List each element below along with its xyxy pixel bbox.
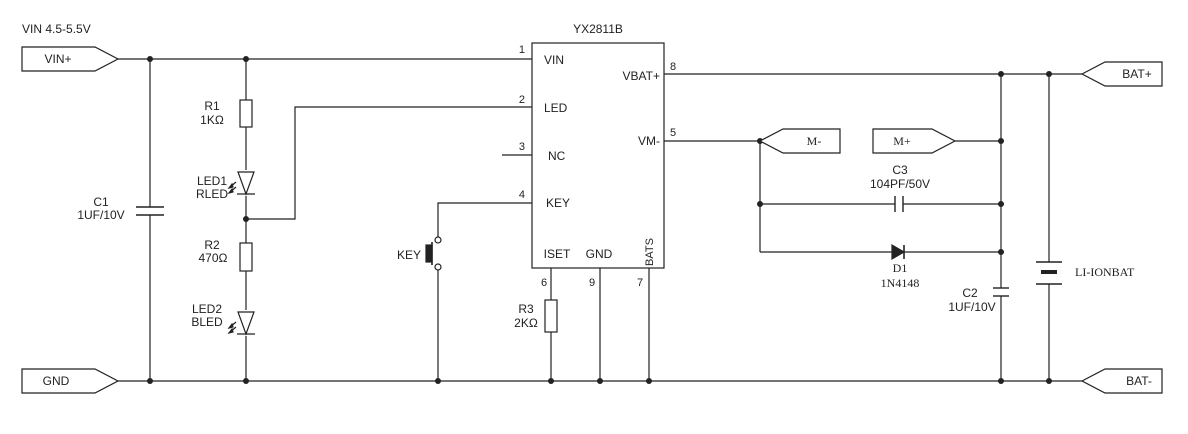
led1-ref: LED1: [197, 174, 227, 188]
pin-number: 6: [541, 277, 547, 289]
svg-text:GND: GND: [43, 374, 70, 388]
pin-number: 7: [637, 277, 643, 289]
d1-value: 1N4148: [881, 276, 920, 290]
pin-number: 1: [519, 44, 525, 56]
junction-dot: [998, 201, 1004, 207]
pin-number: 9: [589, 277, 595, 289]
wires: [118, 58, 1082, 382]
junction-dot: [243, 56, 249, 62]
junction-dot: [757, 201, 763, 207]
pin-label: VM-: [638, 134, 660, 148]
c3-value: 104PF/50V: [870, 177, 930, 191]
junction-dot: [998, 378, 1004, 384]
svg-text:1KΩ: 1KΩ: [200, 113, 224, 127]
junction-dot: [1046, 378, 1052, 384]
capacitor-c1: [136, 206, 164, 216]
junction-dot: [998, 138, 1004, 144]
port-bat-plus: BAT+: [1080, 61, 1163, 87]
junction-dot: [646, 378, 652, 384]
ic-name: YX2811B: [573, 22, 623, 36]
pin-label: ISET: [544, 247, 571, 261]
resistor-r3: R3 2KΩ: [514, 299, 558, 333]
svg-text:BAT-: BAT-: [1126, 374, 1152, 388]
key-ref: KEY: [397, 248, 421, 262]
pin-label: NC: [548, 149, 566, 163]
pin-label: LED: [544, 101, 568, 115]
led1-value: RLED: [196, 187, 228, 201]
pin-number: 4: [519, 189, 525, 201]
junction-dot: [147, 378, 153, 384]
d1-ref: D1: [893, 261, 908, 275]
port-gnd: GND: [21, 368, 120, 394]
pin-label: VBAT+: [623, 69, 660, 83]
supply-voltage-label: VIN 4.5-5.5V: [22, 22, 91, 36]
battery-li-ion: [1036, 261, 1062, 285]
pin-label: VIN: [544, 53, 564, 67]
ic-yx2811b: YX2811B 1 VIN 2 LED 3 NC 4 KEY 8 VBAT+ 5…: [519, 22, 676, 289]
led2-value: BLED: [191, 315, 223, 329]
svg-text:BAT+: BAT+: [1122, 67, 1151, 81]
pin-number: 5: [670, 127, 676, 139]
port-m-plus: M+: [872, 128, 957, 154]
junction-dot: [243, 378, 249, 384]
c3-ref: C3: [892, 163, 908, 177]
pin-label: BATS: [644, 238, 656, 266]
junction-dot: [998, 249, 1004, 255]
junction-dot: [597, 378, 603, 384]
led2-ref: LED2: [192, 302, 222, 316]
pushbutton-key: [425, 236, 442, 271]
svg-text:2KΩ: 2KΩ: [514, 316, 538, 330]
junction-dot: [435, 378, 441, 384]
led-led1: [227, 171, 255, 196]
svg-text:M-: M-: [807, 134, 822, 148]
port-vin-plus: VIN+: [21, 46, 120, 72]
svg-text:R3: R3: [518, 302, 534, 316]
svg-text:R2: R2: [204, 238, 220, 252]
pin-number: 8: [670, 61, 676, 73]
c1-ref: C1: [93, 195, 109, 209]
battery-ref: LI-IONBAT: [1075, 265, 1135, 279]
svg-text:R1: R1: [204, 99, 220, 113]
port-bat-minus: BAT-: [1080, 368, 1163, 394]
pin-number: 2: [519, 94, 525, 106]
junction-dot: [147, 56, 153, 62]
c2-ref: C2: [962, 286, 978, 300]
svg-text:470Ω: 470Ω: [199, 251, 228, 265]
resistor-r2: R2 470Ω: [199, 238, 253, 272]
junction-dot: [1046, 71, 1052, 77]
svg-text:M+: M+: [893, 134, 911, 148]
c2-value: 1UF/10V: [948, 300, 995, 314]
junction-dot: [998, 71, 1004, 77]
junctions: [147, 56, 1052, 384]
resistor-r1: R1 1KΩ: [200, 99, 253, 128]
pin-label: GND: [586, 247, 613, 261]
diode-d1: [891, 243, 906, 261]
pin-number: 3: [519, 141, 525, 153]
pin-label: KEY: [546, 196, 570, 210]
port-m-minus: M-: [758, 128, 841, 154]
capacitor-c3: [894, 196, 904, 212]
junction-dot: [243, 216, 249, 222]
junction-dot: [548, 378, 554, 384]
capacitor-c2: [993, 287, 1009, 297]
c1-value: 1UF/10V: [77, 208, 124, 222]
svg-text:VIN+: VIN+: [44, 52, 71, 66]
led-led2: [227, 311, 255, 336]
